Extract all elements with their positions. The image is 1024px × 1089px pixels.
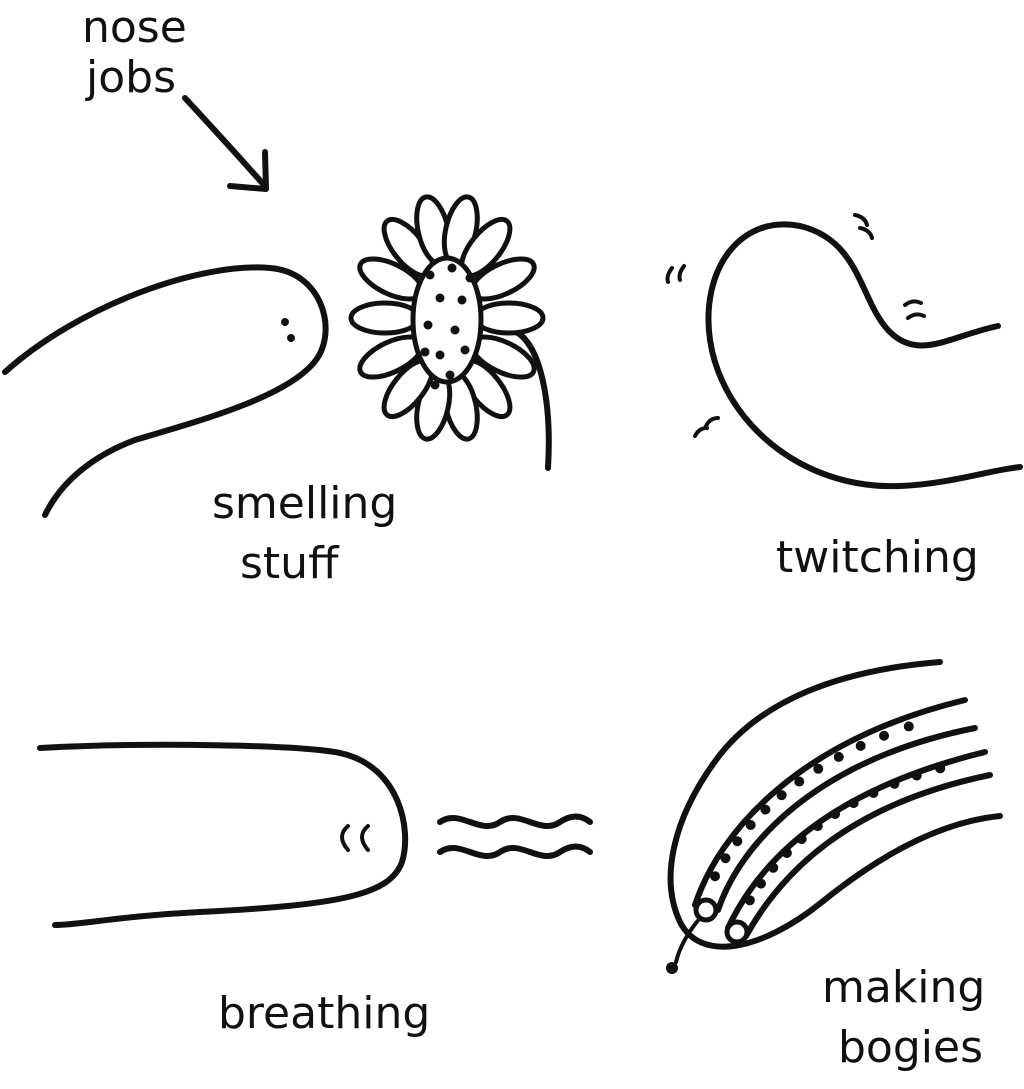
- flower-petal: [472, 300, 546, 336]
- bogie-dot: [903, 721, 914, 732]
- bogie-dot: [848, 798, 859, 809]
- flower-drawing: [348, 194, 552, 471]
- bogie-dot: [755, 878, 766, 889]
- label-breathing: breathing: [218, 988, 430, 1039]
- flower-seed: [425, 270, 435, 280]
- flower-seed: [457, 295, 467, 305]
- bogie-dot: [889, 778, 900, 789]
- bogie-dot: [812, 821, 823, 832]
- bogie-dot: [710, 871, 721, 882]
- nose-twitching-drawing: [665, 213, 1023, 490]
- bogie-dot: [868, 787, 879, 798]
- label-stuff: stuff: [240, 538, 340, 589]
- flower-seed: [435, 350, 445, 360]
- flower-seed: [465, 273, 475, 283]
- bogie-dot: [830, 809, 841, 820]
- flower-seed: [420, 347, 430, 357]
- bogie-dot: [813, 763, 824, 774]
- bogie-dot: [745, 819, 756, 830]
- flower-seed: [447, 263, 457, 273]
- nose-breathing-drawing: [37, 741, 593, 928]
- flower-seed: [430, 380, 440, 390]
- bogie-dot: [768, 862, 779, 873]
- flower-petal: [348, 300, 422, 336]
- bogie-dot: [833, 751, 844, 762]
- bogie-dot: [760, 804, 771, 815]
- flower-seed: [423, 320, 433, 330]
- nose-bogies-drawing: [666, 659, 1003, 974]
- bogie-dot: [935, 763, 946, 774]
- title-line-1: nose: [82, 2, 187, 53]
- bogie-dot: [855, 740, 866, 751]
- flower-seed: [445, 370, 455, 380]
- nose-smelling-drawing: [2, 264, 329, 518]
- label-making: making: [822, 962, 985, 1013]
- title-line-2: jobs: [85, 52, 176, 103]
- bogie-dot: [796, 834, 807, 845]
- bogie-dot: [794, 776, 805, 787]
- label-twitching: twitching: [776, 532, 979, 583]
- arrow-icon: [182, 95, 269, 192]
- label-bogies: bogies: [838, 1022, 983, 1073]
- bogie-dot: [776, 790, 787, 801]
- bogie-dot: [744, 895, 755, 906]
- flower-seed: [460, 345, 470, 355]
- flower-seed: [450, 325, 460, 335]
- bogie-dot: [781, 847, 792, 858]
- bogie-dot: [720, 853, 731, 864]
- label-smelling: smelling: [212, 478, 397, 529]
- bogie-dot: [732, 836, 743, 847]
- bogie-dot: [879, 730, 890, 741]
- flower-seed: [435, 293, 445, 303]
- bogie-dot: [911, 770, 922, 781]
